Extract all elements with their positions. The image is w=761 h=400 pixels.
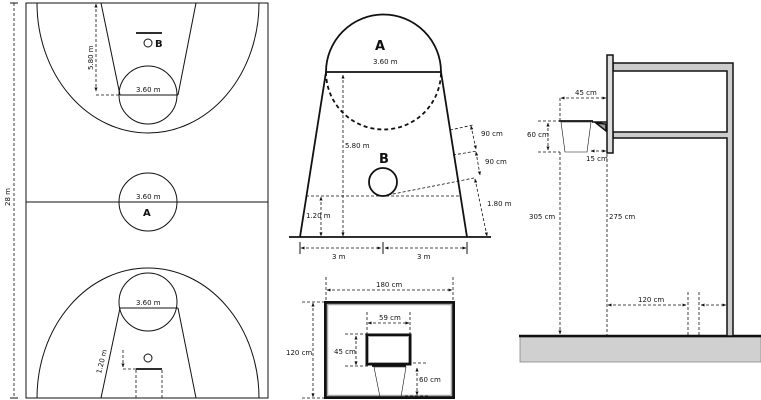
key-circle-label: 3.60 m xyxy=(373,58,398,66)
spacing-2-label: 90 cm xyxy=(485,158,507,166)
three-point-arc-top xyxy=(36,2,260,134)
basket-circle xyxy=(368,167,398,197)
basket-marker: B xyxy=(155,39,163,50)
net-label: 60 cm xyxy=(419,376,441,384)
hoop-top xyxy=(143,38,153,48)
free-throw-semicircle xyxy=(325,13,442,73)
court-length-label: 28 m xyxy=(4,188,12,206)
target-rectangle xyxy=(365,333,412,366)
backboard-front: 180 cm 120 cm 59 cm 45 cm 60 cm xyxy=(286,277,455,399)
ground-slab xyxy=(519,336,761,363)
key-lane-bottom xyxy=(100,307,197,399)
court-plan: 28 m 3.60 m B 5.80 m 3.60 m A 3.60 m 1.2… xyxy=(4,2,269,399)
center-marker: A xyxy=(143,208,151,219)
net-front xyxy=(373,366,407,398)
board-bottom-label: 275 cm xyxy=(609,213,635,221)
key-detail: A 3.60 m 5.80 m B 1.20 m 90 cm 90 cm 1.8… xyxy=(289,13,512,261)
center-circle xyxy=(118,172,178,232)
rim-height-label: 305 cm xyxy=(529,213,555,221)
half-width-left-label: 3 m xyxy=(332,253,346,261)
three-point-arc-bottom xyxy=(36,267,260,399)
net-side xyxy=(560,121,592,153)
target-width-label: 59 cm xyxy=(379,314,401,322)
top-circle-label: 3.60 m xyxy=(136,86,161,94)
spacing-3-label: 1.80 m xyxy=(487,200,512,208)
rim-bracket xyxy=(592,121,607,133)
free-throw-circle-bottom xyxy=(118,272,178,332)
court-boundary xyxy=(25,2,269,399)
pole-clearance-label: 120 cm xyxy=(638,296,664,304)
center-circle-label: 3.60 m xyxy=(136,193,161,201)
half-width-right-label: 3 m xyxy=(417,253,431,261)
target-height-label: 45 cm xyxy=(334,348,356,356)
key-depth-label: 5.80 m xyxy=(87,45,95,70)
bracket-label: 15 cm xyxy=(586,155,608,163)
rim-offset-label: 45 cm xyxy=(575,89,597,97)
backboard-height-label: 120 cm xyxy=(286,349,312,357)
net-length-label: 60 cm xyxy=(527,131,549,139)
marker-b: B xyxy=(379,152,389,167)
backboard-side xyxy=(606,54,614,154)
hoop-bottom xyxy=(143,353,153,363)
side-view: 45 cm 60 cm 15 cm 305 cm 275 cm 120 cm xyxy=(519,54,761,363)
backboard-height-label: 1.20 m xyxy=(306,212,331,220)
spacing-1-label: 90 cm xyxy=(481,130,503,138)
key-lane-top xyxy=(100,2,197,96)
free-throw-semicircle-dashed xyxy=(325,71,442,131)
bottom-circle-label: 3.60 m xyxy=(136,299,161,307)
backboard-width-label: 180 cm xyxy=(376,281,402,289)
key-depth-label: 5.80 m xyxy=(345,142,370,150)
support-frame xyxy=(612,62,734,337)
marker-a: A xyxy=(375,39,385,54)
